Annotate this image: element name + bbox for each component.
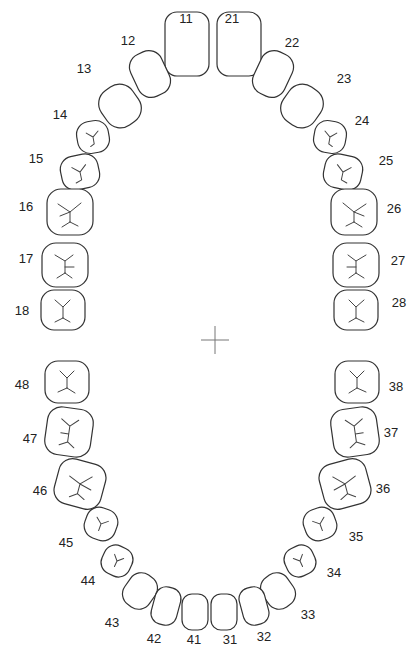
tooth-number: 28: [392, 296, 406, 309]
tooth-number: 42: [147, 632, 161, 645]
tooth-number: 18: [15, 304, 29, 317]
tooth-number: 22: [285, 36, 299, 49]
tooth-number: 45: [59, 536, 73, 549]
tooth-number: 13: [77, 62, 91, 75]
tooth-number: 31: [223, 633, 237, 646]
tooth-number: 33: [301, 608, 315, 621]
tooth-number: 21: [225, 12, 239, 25]
tooth-number: 44: [81, 574, 95, 587]
tooth-number: 17: [19, 252, 33, 265]
tooth-number: 47: [23, 432, 37, 445]
tooth-number: 48: [15, 378, 29, 391]
tooth-number: 14: [53, 108, 67, 121]
tooth-number: 41: [187, 633, 201, 646]
tooth-number: 27: [391, 254, 405, 267]
tooth-number: 26: [387, 202, 401, 215]
tooth-number: 25: [379, 154, 393, 167]
tooth-number: 15: [29, 152, 43, 165]
tooth-number: 23: [337, 72, 351, 85]
tooth-number: 24: [355, 114, 369, 127]
tooth-number: 32: [257, 630, 271, 643]
tooth-number: 36: [376, 482, 390, 495]
tooth-number: 12: [121, 34, 135, 47]
tooth-number: 11: [179, 12, 193, 25]
tooth-number: 35: [349, 530, 363, 543]
tooth-number: 43: [105, 616, 119, 629]
tooth-number: 46: [33, 484, 47, 497]
tooth-number: 16: [19, 200, 33, 213]
tooth-number: 37: [384, 426, 398, 439]
tooth-number: 38: [389, 380, 403, 393]
tooth-number: 34: [327, 566, 341, 579]
